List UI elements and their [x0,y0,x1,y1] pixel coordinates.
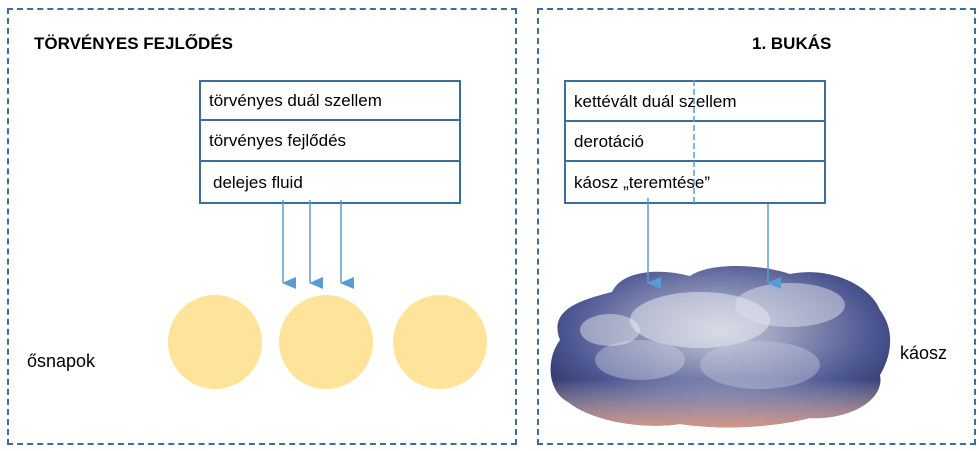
sun-3 [393,295,487,389]
suns-label: ősnapok [27,351,96,371]
left-panel-title: TÖRVÉNYES FEJLŐDÉS [34,34,234,53]
left-row-2: törvényes fejlődés [199,119,461,162]
right-row-3: káosz „teremtése” [564,160,826,204]
right-row-2: derotáció [564,120,826,162]
right-panel-title: 1. BUKÁS [752,34,832,53]
sun-1 [168,295,262,389]
chaos-label: káosz [900,343,948,363]
chaos-cloud [550,266,891,428]
right-panel [537,8,976,445]
left-row-3: delejes fluid [199,160,461,204]
right-row-1: kettévált duál szellem [564,80,826,122]
left-panel [7,8,517,445]
sun-2 [279,295,373,389]
